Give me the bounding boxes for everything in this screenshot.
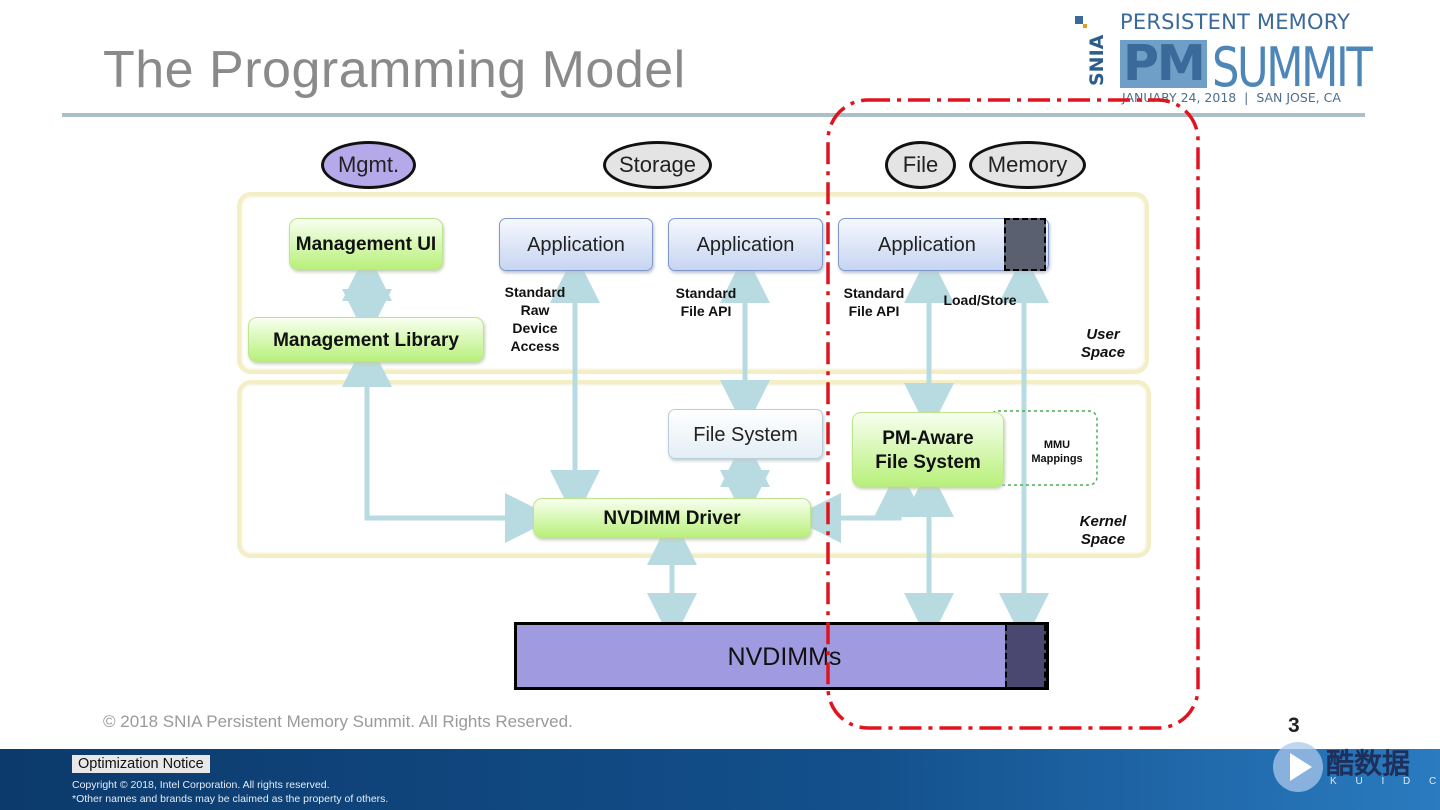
application-3-label: Application xyxy=(878,234,976,256)
storage-oval: Storage xyxy=(603,141,712,189)
watermark-text: 酷数据 xyxy=(1326,747,1411,780)
nvdimm-driver-box: NVDIMM Driver xyxy=(533,498,811,538)
mmu-mappings-label: MMU Mappings xyxy=(1031,439,1083,465)
footer-band xyxy=(0,749,1440,810)
application-2-box: Application xyxy=(668,218,823,271)
logo-line1: PERSISTENT MEMORY xyxy=(1120,10,1351,34)
arrow-driver-pmfs xyxy=(791,467,924,543)
summit-logo xyxy=(1072,8,1367,112)
mgmt-oval: Mgmt. xyxy=(321,141,416,189)
file-system-box: File System xyxy=(668,409,823,459)
nvdimms-memory-segment xyxy=(1005,625,1046,687)
watermark-subtext: K U I D C xyxy=(1330,776,1440,787)
optimization-notice-link[interactable]: Optimization Notice xyxy=(72,755,210,773)
page-number: 3 xyxy=(1288,714,1300,737)
logo-summit: SUMMIT xyxy=(1212,36,1373,99)
load-store-label: Load/Store xyxy=(943,292,1017,308)
user-space-label: User Space xyxy=(1080,326,1126,361)
footer-other-names: *Other names and brands may be claimed a… xyxy=(72,793,389,805)
memory-oval: Memory xyxy=(969,141,1086,189)
title-divider xyxy=(62,113,1365,117)
watermark-play-triangle-icon xyxy=(1290,753,1312,781)
nvdimms-box: NVDIMMs xyxy=(514,622,1049,690)
management-ui-box: Management UI xyxy=(289,218,443,270)
arrow-lib-driver xyxy=(342,337,555,543)
logo-mark-icon-accent xyxy=(1083,24,1087,28)
management-library-box: Management Library xyxy=(248,317,484,362)
file-api-label-1: Standard File API xyxy=(675,285,737,319)
logo-pm: PM xyxy=(1120,39,1207,88)
raw-access-label: Standard Raw Device Access xyxy=(504,284,566,354)
slide-copyright: © 2018 SNIA Persistent Memory Summit. Al… xyxy=(103,712,573,731)
nvdimms-label: NVDIMMs xyxy=(727,643,842,671)
kernel-space-label: Kernel Space xyxy=(1079,513,1127,548)
pm-aware-fs-box: PM-Aware File System xyxy=(852,412,1004,487)
logo-mark-icon xyxy=(1075,16,1083,24)
slide-title: The Programming Model xyxy=(103,41,686,99)
file-api-label-2: Standard File API xyxy=(843,285,905,319)
app3-memory-segment xyxy=(1004,218,1046,271)
footer-copyright: Copyright © 2018, Intel Corporation. All… xyxy=(72,779,330,791)
application-1-box: Application xyxy=(499,218,653,271)
file-oval: File xyxy=(885,141,956,189)
